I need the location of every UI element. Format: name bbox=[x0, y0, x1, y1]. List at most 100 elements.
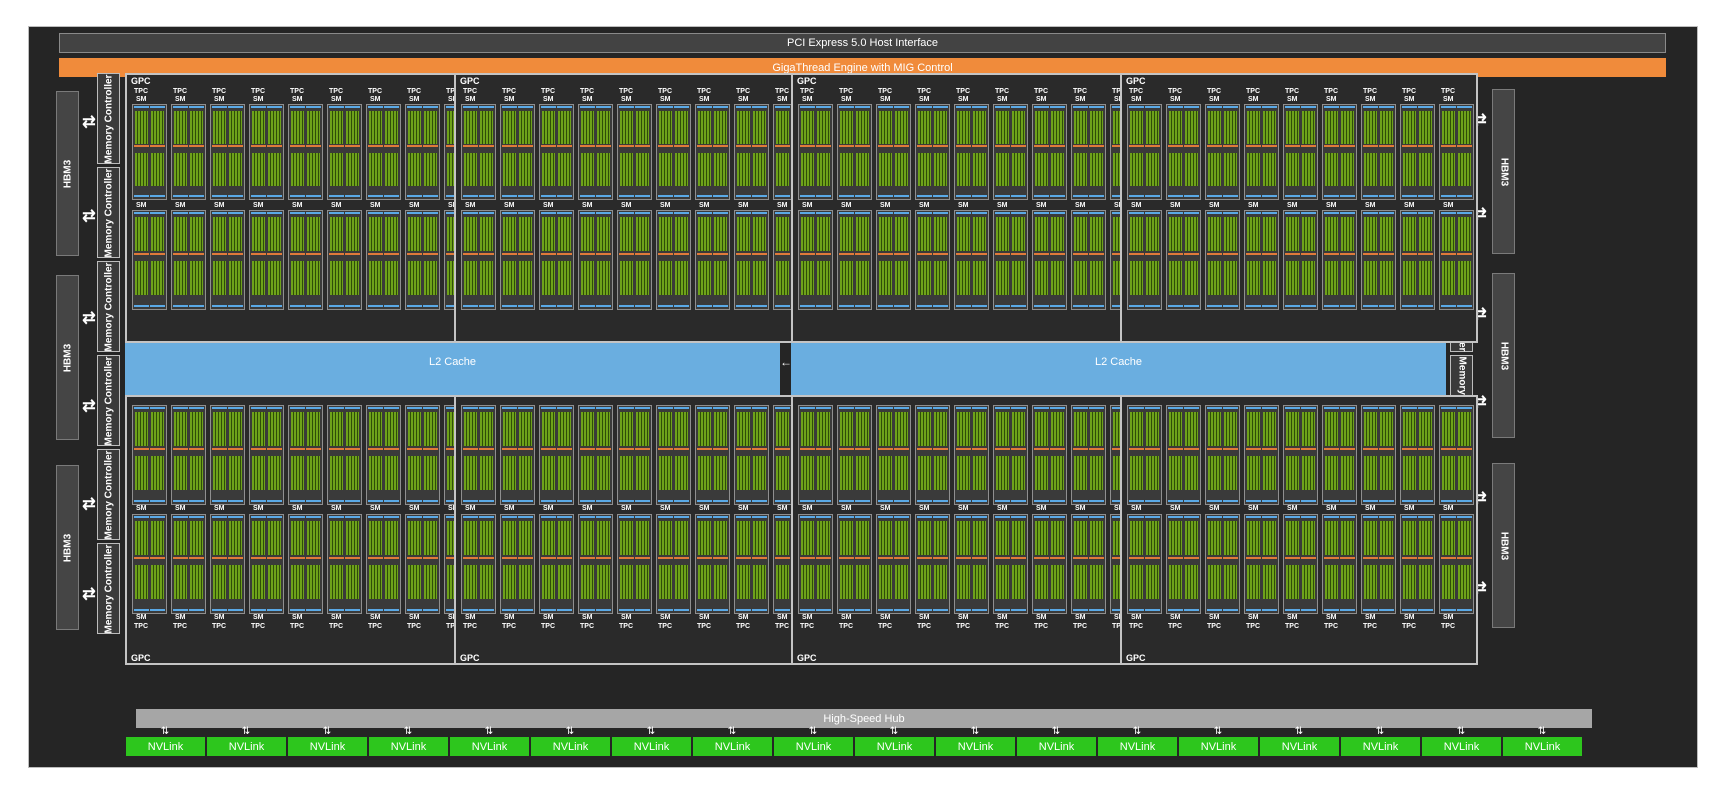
sm-cache-stripe bbox=[423, 212, 438, 214]
sm-cache-stripe bbox=[329, 500, 344, 502]
sm-core-array bbox=[1146, 521, 1159, 555]
sm-cache-stripe bbox=[736, 212, 751, 214]
sm-register-stripe bbox=[1145, 448, 1160, 450]
sm-cache-stripe bbox=[855, 609, 870, 611]
sm-label: SM bbox=[1443, 202, 1454, 209]
sm-core-array bbox=[895, 111, 908, 144]
sm-label: SM bbox=[880, 614, 891, 621]
sm-subpartition bbox=[1168, 211, 1183, 309]
sm-register-stripe bbox=[972, 145, 987, 147]
sm-core-array bbox=[856, 521, 869, 555]
sm-core-array bbox=[597, 111, 610, 144]
sm-block bbox=[617, 514, 652, 614]
sm-cache-stripe bbox=[1285, 500, 1300, 502]
sm-subpartition bbox=[1363, 515, 1378, 613]
sm-cache-stripe bbox=[368, 195, 383, 197]
sm-label: SM bbox=[777, 614, 788, 621]
sm-cache-stripe bbox=[635, 609, 650, 611]
sm-register-stripe bbox=[1324, 253, 1339, 255]
sm-label: SM bbox=[582, 505, 593, 512]
sm-core-array bbox=[229, 261, 242, 295]
sm-core-array bbox=[1130, 565, 1143, 599]
sm-block bbox=[249, 210, 284, 310]
sm-core-array bbox=[385, 153, 398, 186]
sm-subpartition bbox=[189, 105, 204, 199]
sm-core-array bbox=[1012, 412, 1025, 446]
sm-core-array bbox=[620, 111, 633, 144]
tpc-label: TPC bbox=[329, 623, 343, 630]
sm-subpartition bbox=[713, 515, 728, 613]
sm-core-array bbox=[597, 217, 610, 251]
sm-cache-stripe bbox=[1145, 195, 1160, 197]
sm-cache-stripe bbox=[228, 500, 243, 502]
sm-register-stripe bbox=[557, 448, 572, 450]
sm-cache-stripe bbox=[972, 516, 987, 518]
sm-cache-stripe bbox=[1168, 500, 1183, 502]
sm-core-array bbox=[174, 412, 187, 446]
sm-core-array bbox=[636, 261, 649, 295]
sm-subpartition bbox=[736, 515, 751, 613]
sm-subpartition bbox=[1184, 211, 1199, 309]
sm-cache-stripe bbox=[345, 305, 360, 307]
sm-label: SM bbox=[802, 505, 813, 512]
sm-core-array bbox=[801, 111, 814, 144]
sm-subpartition bbox=[1324, 515, 1339, 613]
sm-cache-stripe bbox=[1050, 106, 1065, 108]
sm-label: SM bbox=[1248, 96, 1259, 103]
sm-subpartition bbox=[752, 515, 767, 613]
sm-subpartition bbox=[917, 515, 932, 613]
sm-core-array bbox=[291, 521, 304, 555]
sm-cache-stripe bbox=[1129, 195, 1144, 197]
sm-cache-stripe bbox=[368, 609, 383, 611]
sm-core-array bbox=[1419, 111, 1432, 144]
sm-cache-stripe bbox=[800, 212, 815, 214]
sm-cache-stripe bbox=[816, 106, 831, 108]
sm-cache-stripe bbox=[541, 195, 556, 197]
sm-core-array bbox=[1208, 111, 1221, 144]
sm-cache-stripe bbox=[674, 212, 689, 214]
sm-core-array bbox=[1325, 521, 1338, 555]
sm-cache-stripe bbox=[658, 516, 673, 518]
sm-block bbox=[578, 514, 613, 614]
sm-core-array bbox=[330, 565, 343, 599]
sm-core-array bbox=[503, 217, 516, 251]
sm-cache-stripe bbox=[619, 106, 634, 108]
sm-cache-stripe bbox=[972, 609, 987, 611]
sm-subpartition bbox=[1324, 406, 1339, 504]
sm-core-array bbox=[934, 565, 947, 599]
sm-cache-stripe bbox=[306, 516, 321, 518]
sm-cache-stripe bbox=[736, 195, 751, 197]
sm-cache-stripe bbox=[329, 516, 344, 518]
sm-cache-stripe bbox=[917, 106, 932, 108]
sm-subpartition bbox=[1457, 406, 1472, 504]
sm-core-array bbox=[369, 111, 382, 144]
sm-cache-stripe bbox=[150, 106, 165, 108]
sm-cache-stripe bbox=[1034, 195, 1049, 197]
sm-label: SM bbox=[1170, 614, 1181, 621]
sm-core-array bbox=[957, 565, 970, 599]
sm-block bbox=[1032, 104, 1067, 200]
sm-subpartition bbox=[1129, 105, 1144, 199]
sm-core-array bbox=[1458, 521, 1471, 555]
sm-label: SM bbox=[370, 614, 381, 621]
sm-core-array bbox=[330, 261, 343, 295]
sm-subpartition bbox=[1402, 211, 1417, 309]
sm-core-array bbox=[190, 456, 203, 490]
sm-register-stripe bbox=[541, 448, 556, 450]
sm-block bbox=[132, 405, 167, 505]
tpc-label: TPC bbox=[1112, 623, 1126, 630]
sm-label: SM bbox=[253, 505, 264, 512]
sm-core-array bbox=[698, 521, 711, 555]
sm-cache-stripe bbox=[345, 500, 360, 502]
sm-label: SM bbox=[1170, 202, 1181, 209]
sm-subpartition bbox=[1073, 211, 1088, 309]
sm-core-array bbox=[213, 565, 226, 599]
sm-label: SM bbox=[777, 202, 788, 209]
sm-register-stripe bbox=[1402, 557, 1417, 559]
sm-register-stripe bbox=[1379, 253, 1394, 255]
sm-core-array bbox=[1074, 217, 1087, 251]
